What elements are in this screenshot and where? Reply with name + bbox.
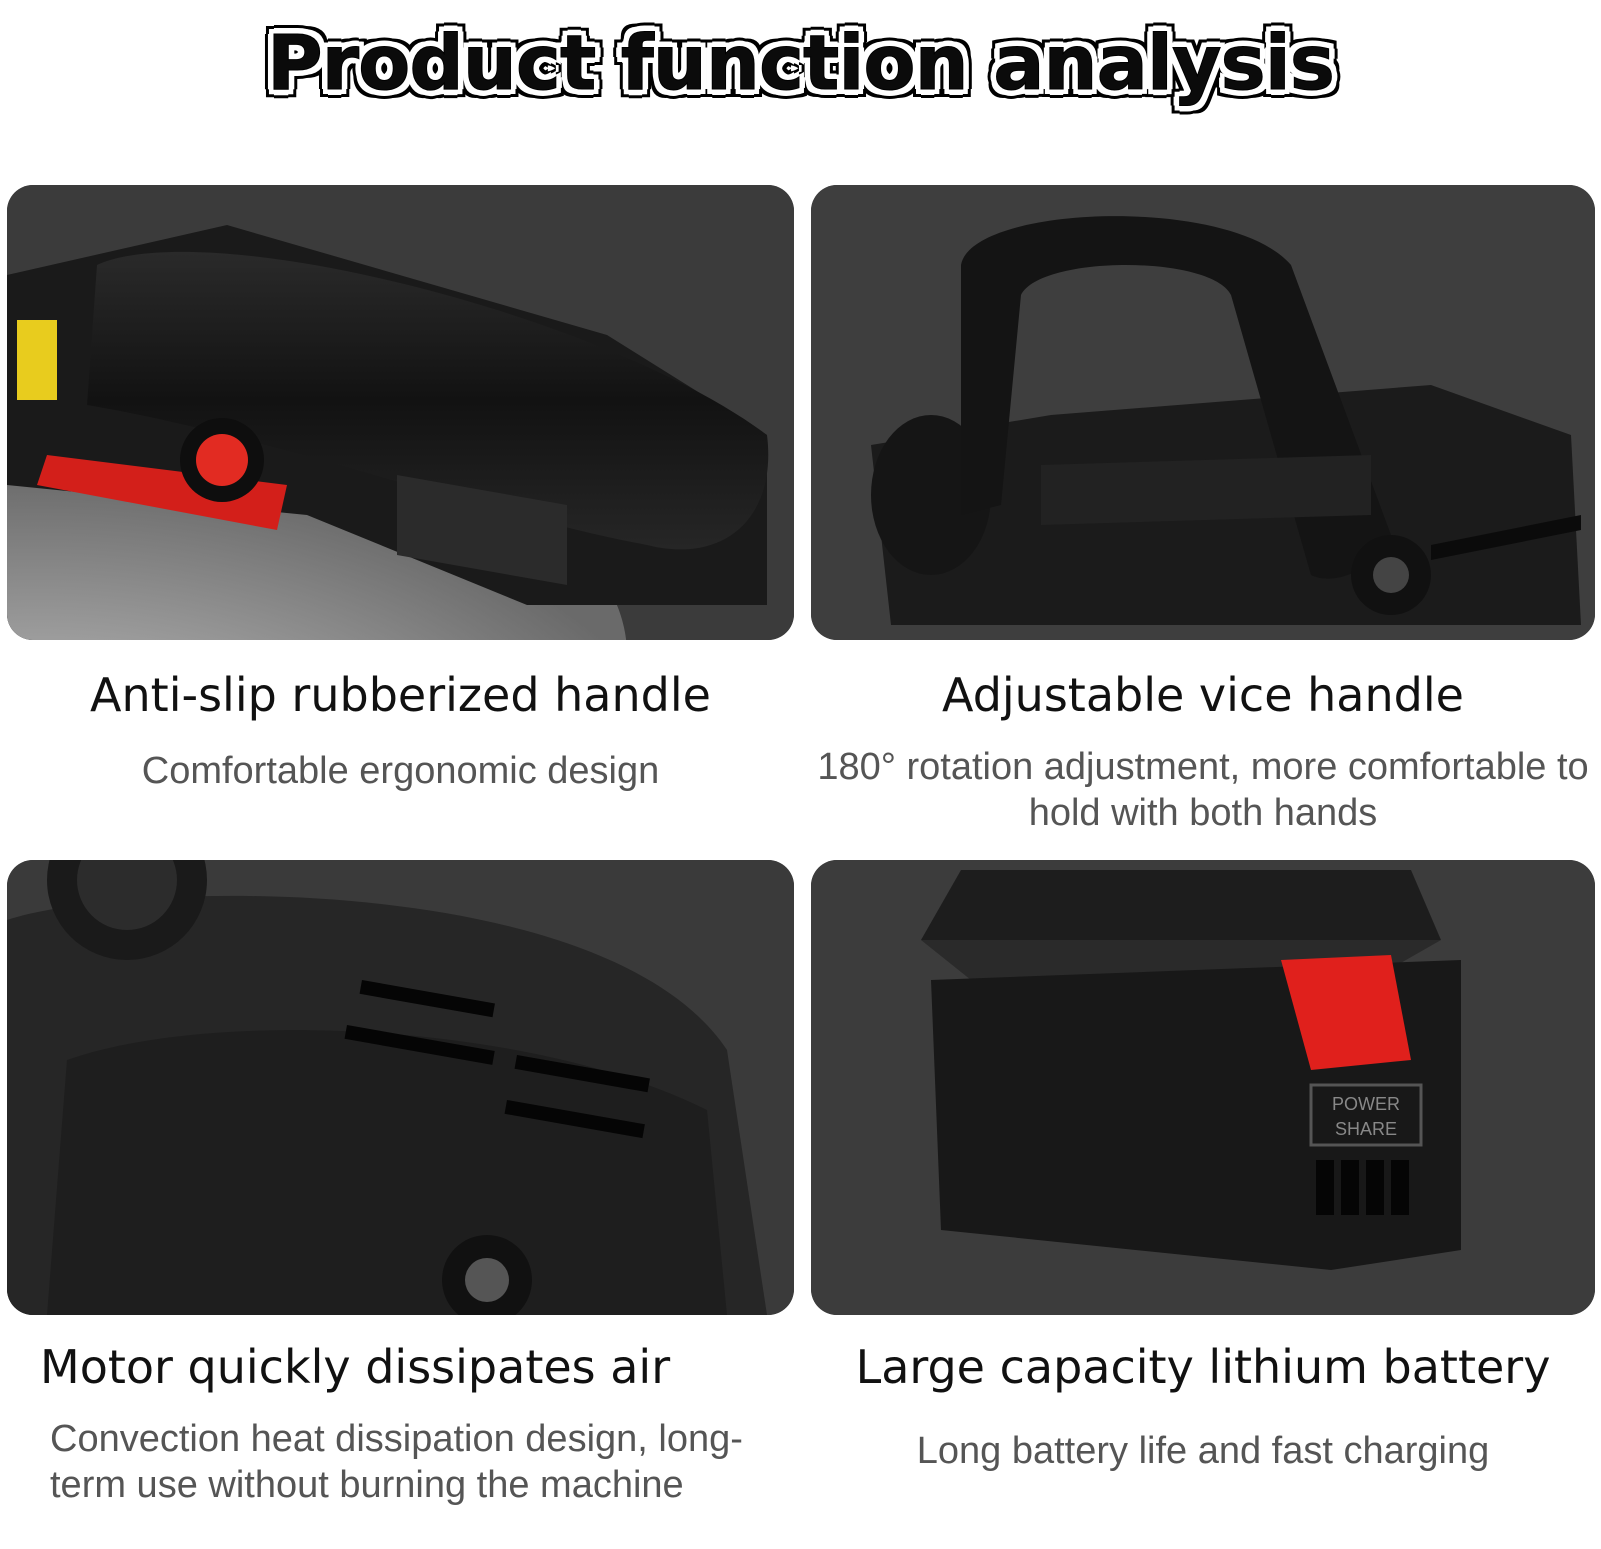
- vice-handle-illustration: [811, 185, 1595, 640]
- page-title: Product function analysis: [266, 18, 1335, 108]
- motor-vent-illustration: [7, 860, 794, 1315]
- feature-image-battery: POWER SHARE: [811, 860, 1595, 1315]
- feature-image-motor-vents: [7, 860, 794, 1315]
- feature-subtitle-motor: Convection heat dissipation design, long…: [50, 1418, 743, 1506]
- battery-label-line1: POWER: [1332, 1094, 1400, 1114]
- feature-subtitle-vice-handle: 180° rotation adjustment, more comfortab…: [817, 746, 1589, 834]
- battery-illustration: POWER SHARE: [811, 860, 1595, 1315]
- lock-button: [196, 434, 248, 486]
- feature-subtitle-handle: Comfortable ergonomic design: [141, 750, 660, 792]
- handle-illustration: [7, 185, 794, 640]
- battery-vent-fins: [1316, 1160, 1409, 1215]
- feature-subtitle-battery: Long battery life and fast charging: [916, 1430, 1490, 1472]
- u-handle: [961, 216, 1391, 579]
- battery-release-latch: [1281, 955, 1411, 1070]
- battery-label-line2: SHARE: [1335, 1119, 1397, 1139]
- feature-title-motor: Motor quickly dissipates air: [40, 1340, 671, 1394]
- feature-title-handle: Anti-slip rubberized handle: [90, 668, 711, 722]
- red-trim: [37, 455, 287, 530]
- feature-image-vice-handle: [811, 185, 1595, 640]
- speed-dial-label: [17, 320, 57, 400]
- feature-image-handle: [7, 185, 794, 640]
- feature-title-vice-handle: Adjustable vice handle: [942, 668, 1464, 722]
- feature-title-battery: Large capacity lithium battery: [855, 1340, 1551, 1394]
- vent-slots: [344, 980, 650, 1139]
